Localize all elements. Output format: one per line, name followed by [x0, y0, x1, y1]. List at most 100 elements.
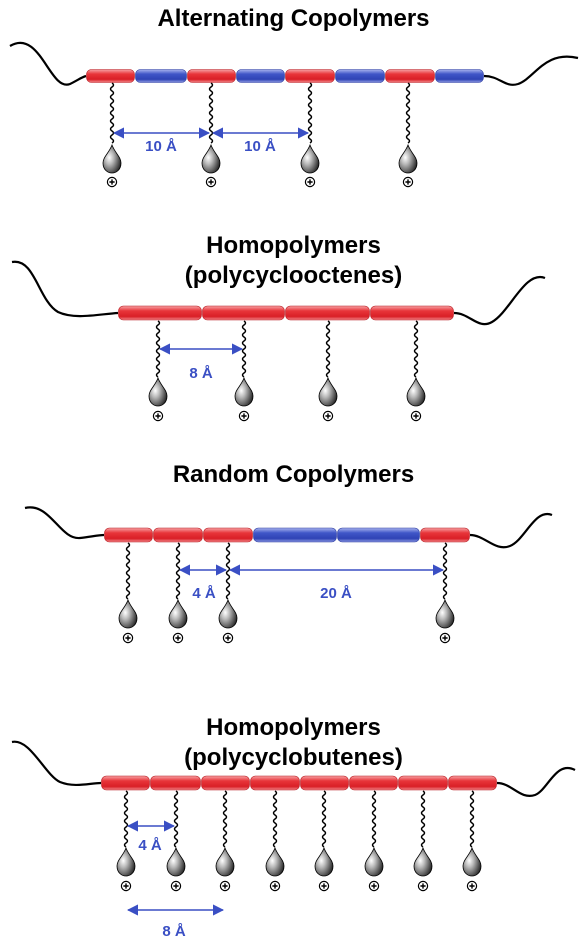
red-monomer-segment [203, 527, 253, 543]
backbone-tail-left [9, 42, 87, 86]
plus-sign-icon [371, 883, 377, 889]
panel-1-group: 10 Å 10 Å [9, 42, 579, 188]
cationic-head [398, 143, 418, 174]
backbone-tail-right [453, 275, 546, 326]
cationic-head [215, 846, 235, 877]
plus-sign-icon [405, 179, 411, 185]
panel-title-homopolymers-2: Homopolymers [206, 714, 381, 741]
blue-monomer-segment [335, 69, 385, 83]
distance-label: 20 Å [320, 585, 352, 602]
plus-sign-icon [321, 883, 327, 889]
red-monomer-segment [285, 305, 370, 321]
distance-label: 4 Å [192, 585, 216, 602]
cationic-head [435, 598, 455, 629]
pendant-tether [371, 790, 377, 848]
cationic-head [166, 846, 186, 877]
cationic-head [265, 846, 285, 877]
plus-sign-icon [208, 179, 214, 185]
plus-sign-icon [125, 635, 131, 641]
panel-3-group: 4 Å 20 Å [24, 506, 553, 644]
cationic-head [201, 143, 221, 174]
pendant-tether [173, 790, 179, 848]
cationic-head [218, 598, 238, 629]
backbone-tail-left [11, 260, 119, 318]
pendant-tether [405, 82, 411, 144]
backbone-tail-right [496, 766, 576, 798]
red-monomer-segment [150, 775, 201, 791]
distance-label: 10 Å [145, 138, 177, 155]
distance-label: 8 Å [162, 923, 186, 940]
pendant-tether [413, 320, 419, 378]
plus-sign-icon [413, 413, 419, 419]
cationic-head [406, 376, 426, 407]
pendant-tether [420, 790, 426, 848]
pendant-tether [109, 82, 115, 144]
blue-monomer-segment [236, 69, 285, 83]
pendant-tether [307, 82, 313, 144]
cationic-head [102, 143, 122, 174]
plus-sign-icon [123, 883, 129, 889]
cationic-head [300, 143, 320, 174]
red-monomer-segment [285, 69, 335, 83]
panel-2-group: 8 Å [11, 260, 546, 422]
red-monomer-segment [104, 527, 153, 543]
red-monomer-segment [349, 775, 398, 791]
plus-sign-icon [325, 413, 331, 419]
plus-sign-icon [225, 635, 231, 641]
pendant-tether [442, 542, 448, 600]
pendant-tether [125, 542, 131, 600]
red-monomer-segment [153, 527, 203, 543]
red-monomer-segment [420, 527, 470, 543]
pendant-tether [123, 790, 129, 848]
cationic-head [318, 376, 338, 407]
plus-sign-icon [109, 179, 115, 185]
pendant-tether [225, 542, 231, 600]
blue-monomer-segment [135, 69, 187, 83]
pendant-tether [155, 320, 161, 378]
plus-sign-icon [241, 413, 247, 419]
panel-title-alternating: Alternating Copolymers [157, 5, 430, 32]
red-monomer-segment [385, 69, 435, 83]
red-monomer-segment [448, 775, 497, 791]
cationic-head [234, 376, 254, 407]
pendant-tether [325, 320, 331, 378]
red-monomer-segment [118, 305, 202, 321]
cationic-head [364, 846, 384, 877]
cationic-head [118, 598, 138, 629]
red-monomer-segment [101, 775, 150, 791]
red-monomer-segment [202, 305, 285, 321]
panel-4-group: 4 Å8 Å [11, 740, 576, 940]
blue-monomer-segment [253, 527, 337, 543]
cationic-head [413, 846, 433, 877]
backbone-tail-right [469, 512, 553, 549]
panel-title-homopolymers-1: Homopolymers [206, 232, 381, 259]
red-monomer-segment [250, 775, 300, 791]
cationic-head [116, 846, 136, 877]
plus-sign-icon [272, 883, 278, 889]
plus-sign-icon [469, 883, 475, 889]
pendant-tether [272, 790, 278, 848]
backbone-tail-right [483, 55, 579, 86]
pendant-tether [175, 542, 181, 600]
red-monomer-segment [187, 69, 236, 83]
cationic-head [462, 846, 482, 877]
pendant-tether [222, 790, 228, 848]
panel-title-random: Random Copolymers [172, 461, 415, 488]
panel-subtitle-polycyclooctenes: (polycyclooctenes) [184, 262, 403, 289]
red-monomer-segment [370, 305, 454, 321]
plus-sign-icon [155, 413, 161, 419]
plus-sign-icon [420, 883, 426, 889]
distance-label: 10 Å [244, 138, 276, 155]
red-monomer-segment [300, 775, 349, 791]
cationic-head [314, 846, 334, 877]
blue-monomer-segment [337, 527, 420, 543]
plus-sign-icon [173, 883, 179, 889]
distance-label: 8 Å [189, 365, 213, 382]
cationic-head [148, 376, 168, 407]
red-monomer-segment [398, 775, 448, 791]
pendant-tether [208, 82, 214, 144]
pendant-tether [241, 320, 247, 378]
red-monomer-segment [86, 69, 135, 83]
